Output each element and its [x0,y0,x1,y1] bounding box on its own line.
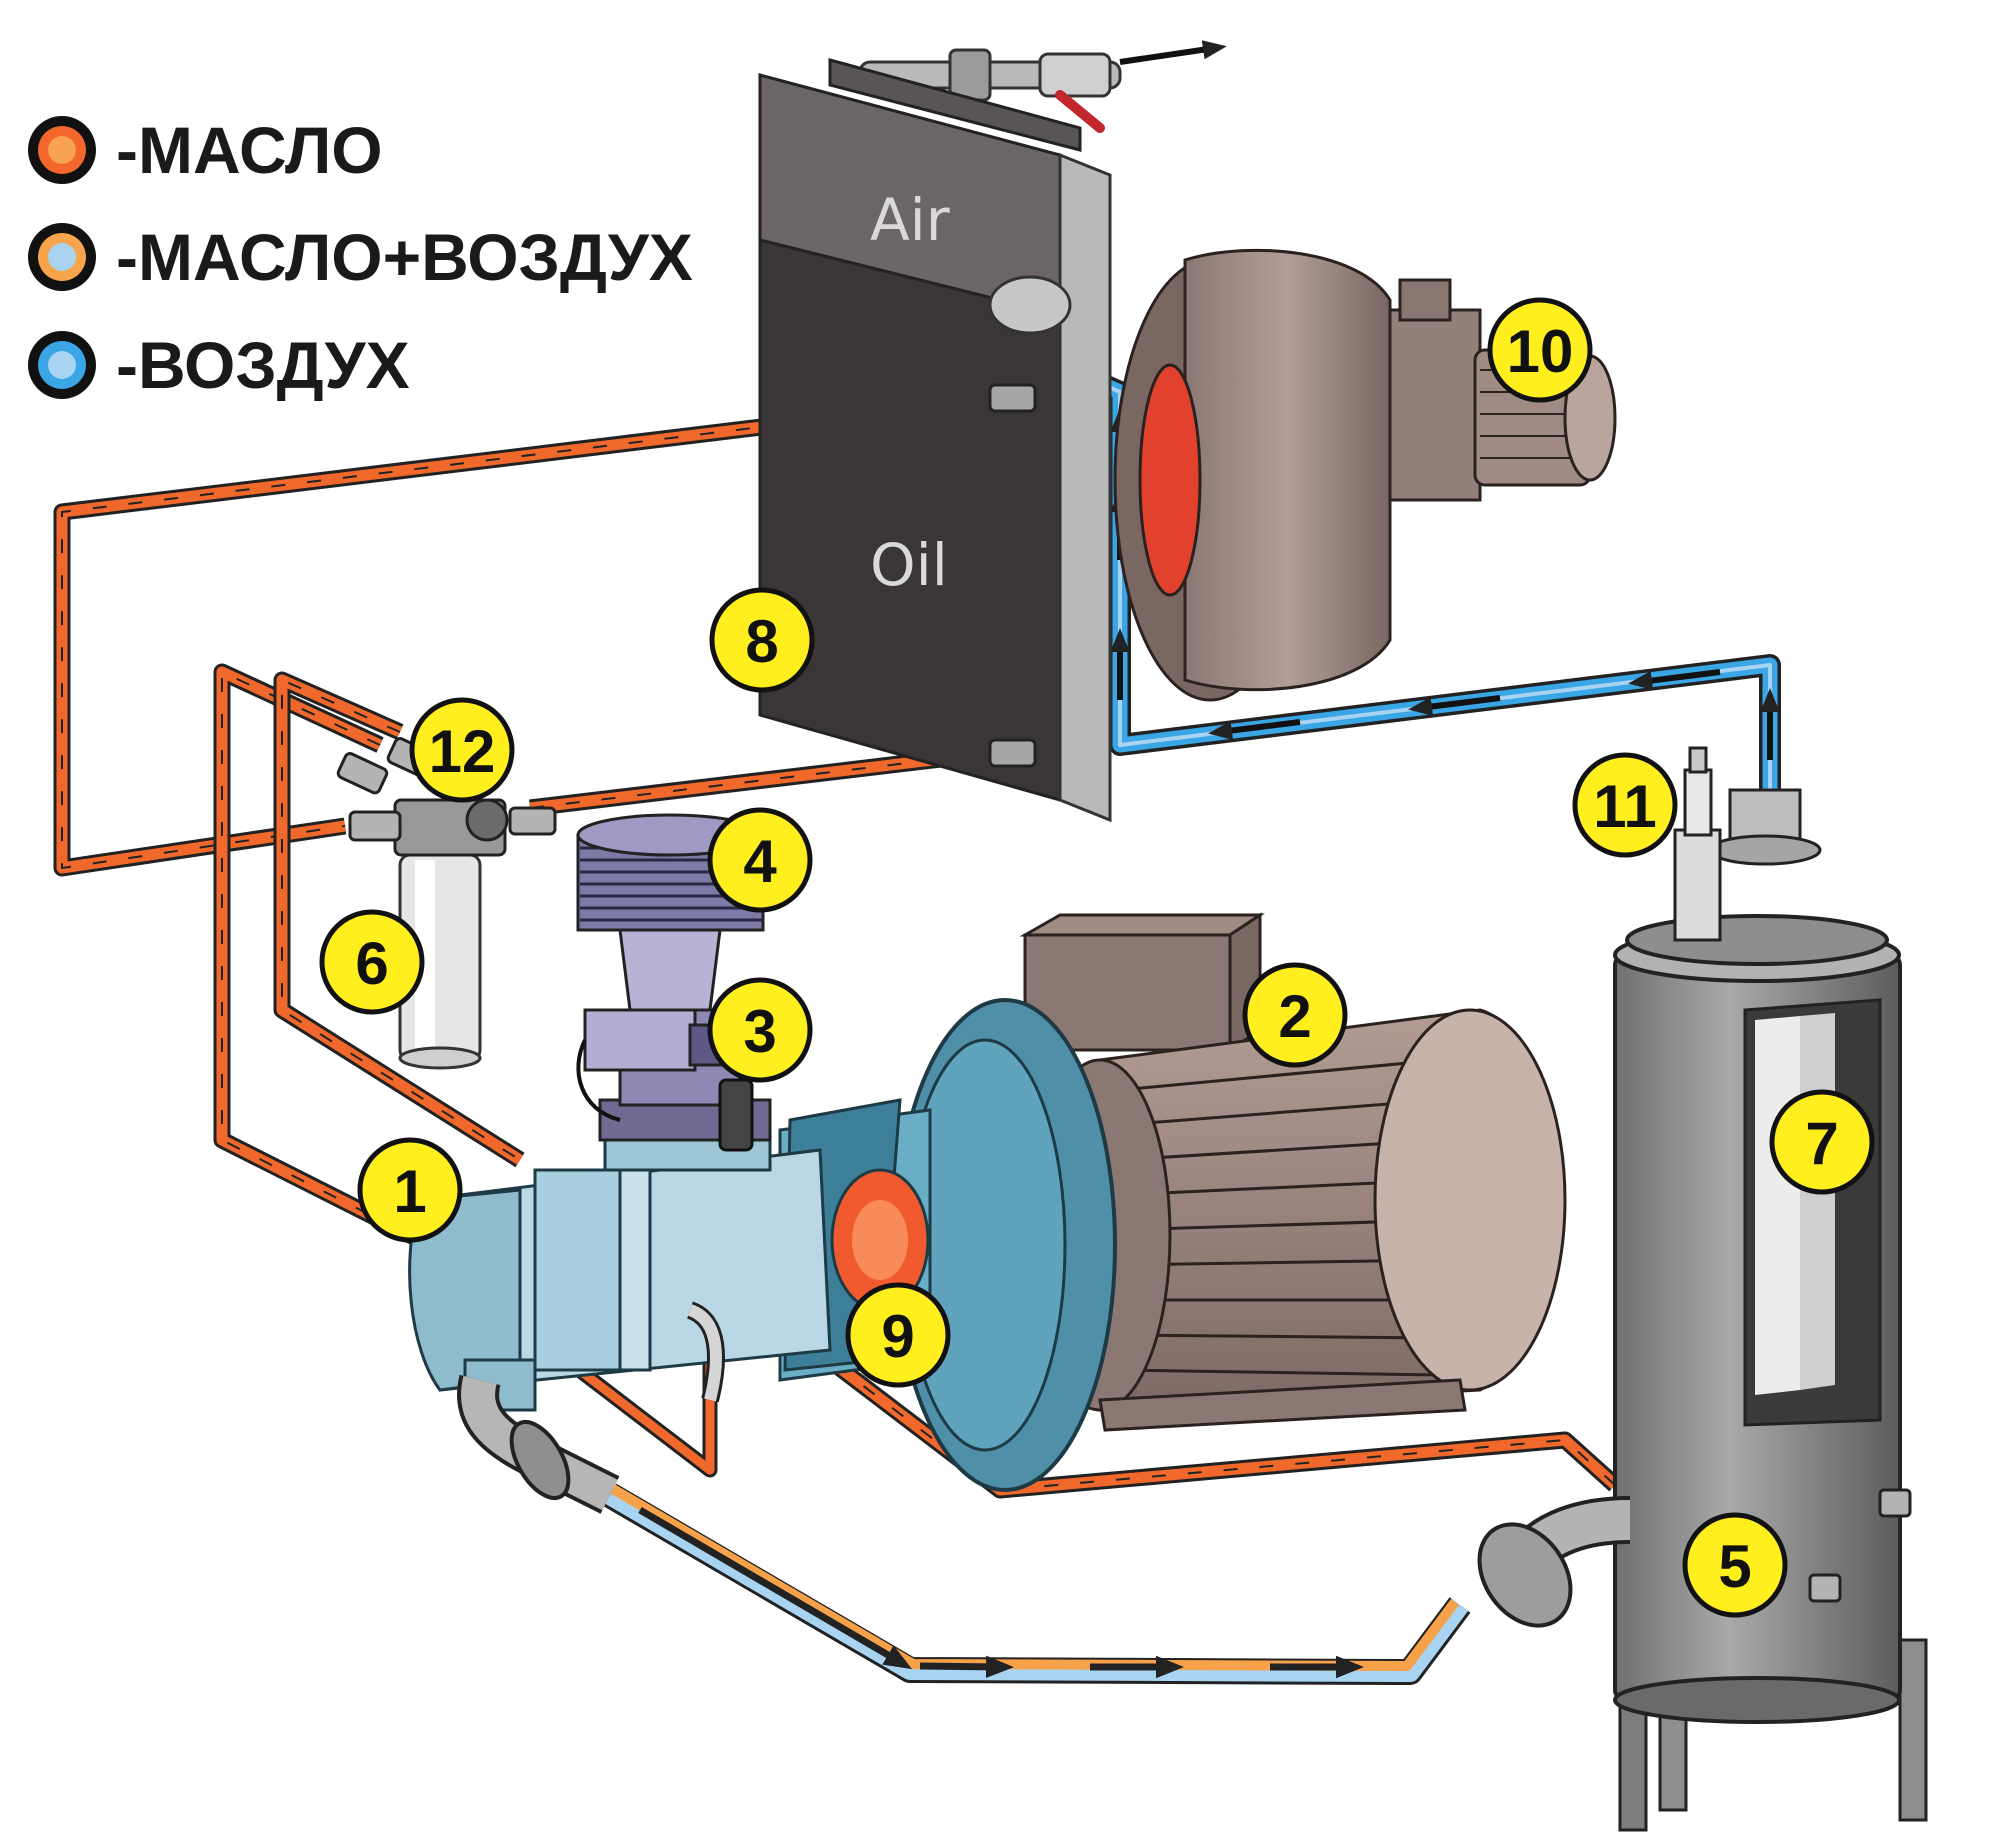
marker-9-label: 9 [881,1303,914,1370]
cooler-fittings [988,275,1072,768]
electric-motor [1019,912,1567,1432]
marker-6: 6 [319,909,425,1015]
number-markers: 1 2 3 4 5 6 7 8 [319,297,1875,1618]
marker-12-label: 12 [429,718,496,785]
pipe-oil-air-compressor-to-tank [603,1483,1471,1685]
marker-1: 1 [357,1137,463,1243]
legend-oil-air: -МАСЛО+ВОЗДУХ [28,220,693,294]
marker-1-label: 1 [393,1158,426,1225]
marker-5: 5 [1682,1512,1788,1618]
marker-10-label: 10 [1507,318,1574,385]
pipe-oil-valve-to-compressor [213,663,525,1248]
oil-filter [398,853,482,1070]
compressor-discharge-elbow [457,1374,620,1514]
coupling-housing [778,998,1117,1492]
air-filter [576,813,765,1012]
legend-oil-air-label: -МАСЛО+ВОЗДУХ [116,220,693,294]
legend-oil-label: -МАСЛО [116,113,383,187]
legend-air: -ВОЗДУХ [28,328,410,402]
marker-4-label: 4 [743,828,777,895]
tank-inlet-elbow [1477,1496,1631,1628]
marker-4: 4 [707,807,813,913]
marker-11: 11 [1572,752,1678,858]
marker-8: 8 [709,587,815,693]
marker-2: 2 [1242,962,1348,1068]
oil-air-cooler: Air Oil [758,58,1112,823]
legend-air-label: -ВОЗДУХ [116,328,410,402]
marker-5-label: 5 [1718,1533,1751,1600]
marker-3: 3 [707,977,813,1083]
marker-12: 12 [409,697,515,803]
pipe-oil-tank-to-compressor [784,1323,1621,1499]
tank-top-fittings [1673,746,1822,942]
legend-oil: -МАСЛО [28,113,383,187]
marker-10: 10 [1487,297,1593,403]
pipe-oil-cooler-to-filter [53,389,1002,877]
marker-8-label: 8 [745,608,778,675]
marker-7-label: 7 [1805,1110,1838,1177]
marker-7: 7 [1769,1089,1875,1195]
marker-11-label: 11 [1593,773,1656,840]
marker-6-label: 6 [355,930,388,997]
cooling-fan [1113,248,1617,702]
marker-9: 9 [845,1282,951,1388]
cooler-oil-label: Oil [870,531,948,599]
marker-3-label: 3 [743,998,776,1065]
cooler-air-label: Air [870,186,950,254]
outlet-valve [858,40,1227,133]
legend: -МАСЛО -МАСЛО+ВОЗДУХ -ВОЗДУХ [28,113,693,402]
marker-2-label: 2 [1278,983,1311,1050]
screw-compressor [408,1128,832,1412]
